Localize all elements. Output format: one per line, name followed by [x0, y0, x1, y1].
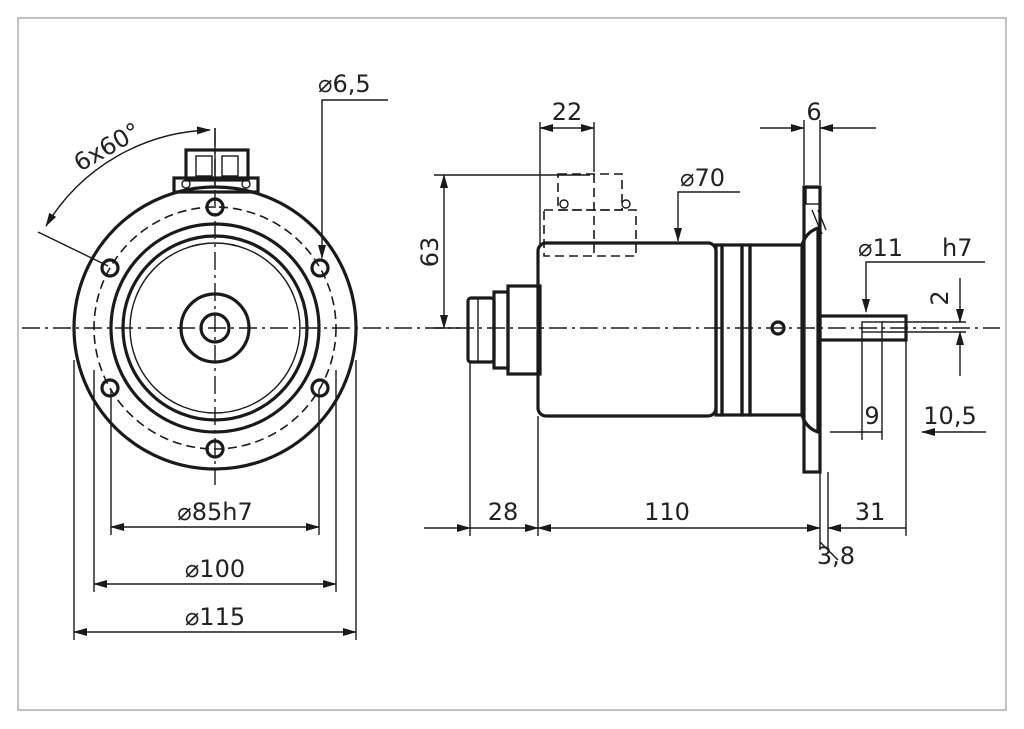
- key-length-label: 9: [864, 402, 879, 430]
- mounting-hole: [100, 197, 330, 459]
- bolt-circle: [93, 206, 337, 450]
- flange-thickness-label: 6: [806, 98, 821, 126]
- side-view: [424, 120, 986, 561]
- shaft-diameter-label: ⌀11: [858, 234, 903, 262]
- front-view: [22, 99, 1000, 640]
- sheet-border: [17, 17, 1007, 711]
- body-diameter-label: ⌀70: [680, 164, 725, 192]
- shaft-key: [861, 321, 883, 333]
- connector-width-label: 22: [552, 98, 583, 126]
- shaft-length-label: 31: [855, 498, 886, 526]
- shaft-boss: [179, 292, 251, 364]
- connector-height-label: 63: [416, 237, 444, 268]
- angle-pattern-label: 6x60°: [69, 117, 145, 177]
- key-height-label: 2: [926, 290, 954, 305]
- flange-outline: [72, 185, 358, 471]
- shaft-tolerance-label: h7: [942, 234, 972, 262]
- hole-diameter-label: ⌀6,5: [318, 70, 371, 98]
- shaft-offset-label: 10,5: [923, 402, 976, 430]
- encoder-body: [536, 241, 718, 418]
- flange-gap-label: 3,8: [817, 542, 855, 570]
- body-length-label: 110: [644, 498, 690, 526]
- rear-connector-label: 28: [488, 498, 519, 526]
- rear-connector: [466, 296, 496, 364]
- flange-diameter-label: ⌀115: [185, 603, 245, 631]
- side-connector: [543, 173, 637, 257]
- shaft-end: [199, 312, 231, 344]
- pilot-diameter-label: ⌀85h7: [177, 498, 252, 526]
- bolt-circle-label: ⌀100: [185, 555, 245, 583]
- shaft: [818, 314, 908, 342]
